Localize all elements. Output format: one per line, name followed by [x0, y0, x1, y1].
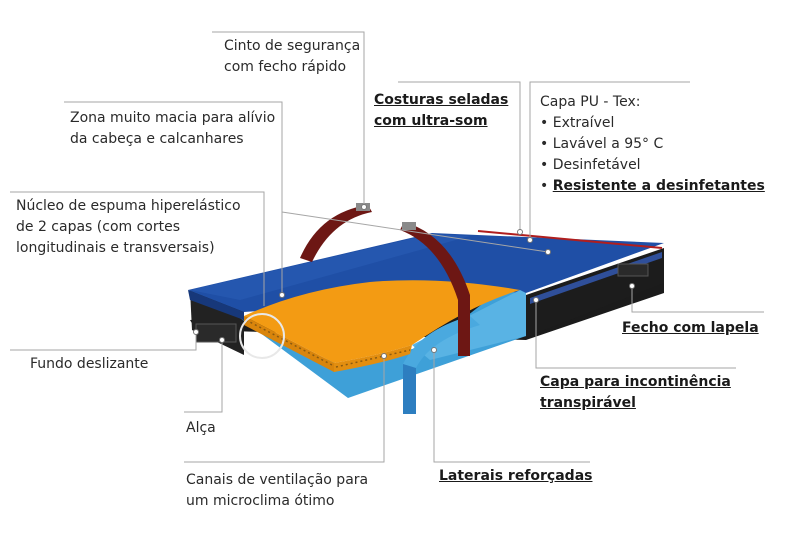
label-core-line-3: longitudinais e transversais) [16, 240, 215, 256]
sealed-seam [477, 230, 663, 249]
seatbelt [300, 205, 372, 262]
label-non-slip-base: Fundo deslizante [30, 356, 149, 372]
soft-zone-circle [239, 313, 285, 359]
label-incontinence-cover: Capa para incontinência transpirável [540, 372, 731, 414]
label-channels-line-2: um microclima ótimo [186, 493, 335, 509]
cover-feature-item-strong: Resistente a desinfetantes [540, 176, 765, 197]
leader-zipper [631, 286, 764, 313]
label-ventilation-channels: Canais de ventilação para um microclima … [186, 470, 368, 512]
label-seams-line-1: Costuras seladas [374, 92, 509, 108]
seatbelt-buckle-right [402, 222, 416, 230]
label-seatbelt-line-1: Cinto de segurança [224, 38, 361, 54]
leader-handle [184, 340, 223, 413]
cover-feature-item: Desinfetável [540, 155, 765, 176]
leader-cover [529, 81, 690, 240]
foam-core-top [244, 280, 520, 363]
seatbelt-right [400, 222, 470, 356]
cover-top [188, 233, 664, 312]
leader-non-slip [10, 332, 197, 351]
label-incontinence-line-1: Capa para incontinência [540, 374, 731, 390]
leader-core-diag [281, 211, 549, 253]
label-core-line-2: de 2 capas (com cortes [16, 219, 181, 235]
cover-features-list: Extraível Lavável a 95° C Desinfetável R… [540, 113, 765, 197]
ventilation-channels [245, 319, 335, 367]
cover-front-edge [188, 290, 244, 320]
cover-feature-item: Lavável a 95° C [540, 134, 765, 155]
handle-right [617, 263, 649, 277]
label-incontinence-line-2: transpirável [540, 395, 636, 411]
label-cover-title: Capa PU - Tex: [540, 94, 641, 110]
cover-top-highlight [190, 234, 470, 300]
label-zipper: Fecho com lapela [622, 320, 759, 336]
cover-feature-item: Extraível [540, 113, 765, 134]
label-channels-line-1: Canais de ventilação para [186, 472, 369, 488]
label-seatbelt: Cinto de segurança com fecho rápido [224, 36, 360, 78]
label-sealed-seams: Costuras seladas com ultra-som [374, 90, 508, 132]
label-cover-pu-tex: Capa PU - Tex: Extraível Lavável a 95° C… [540, 92, 765, 197]
label-seams-line-2: com ultra-som [374, 113, 488, 129]
handle [195, 323, 237, 343]
label-soft-zone-line-1: Zona muito macia para alívio [70, 110, 276, 126]
leader-seatbelt [212, 31, 365, 206]
leader-dots [193, 204, 635, 359]
label-soft-zone-line-2: da cabeça e calcanhares [70, 131, 244, 147]
leader-sides [433, 350, 590, 463]
leader-seams [398, 81, 521, 232]
label-seatbelt-line-2: com fecho rápido [224, 59, 347, 75]
label-core-line-1: Núcleo de espuma hiperelástico [16, 198, 241, 214]
label-handle: Alça [186, 420, 216, 436]
leader-soft-zone [64, 101, 283, 295]
label-reinforced-sides: Laterais reforçadas [439, 468, 593, 484]
label-soft-zone: Zona muito macia para alívio da cabeça e… [70, 108, 275, 150]
label-foam-core: Núcleo de espuma hiperelástico de 2 capa… [16, 196, 254, 259]
leader-core [10, 191, 265, 306]
foam-core-edge [244, 316, 334, 372]
foam-core-edge-front [334, 345, 412, 372]
leader-incontinence [535, 300, 736, 369]
leader-lines [10, 31, 764, 463]
reinforced-side [403, 364, 416, 414]
leader-channels [184, 356, 385, 463]
